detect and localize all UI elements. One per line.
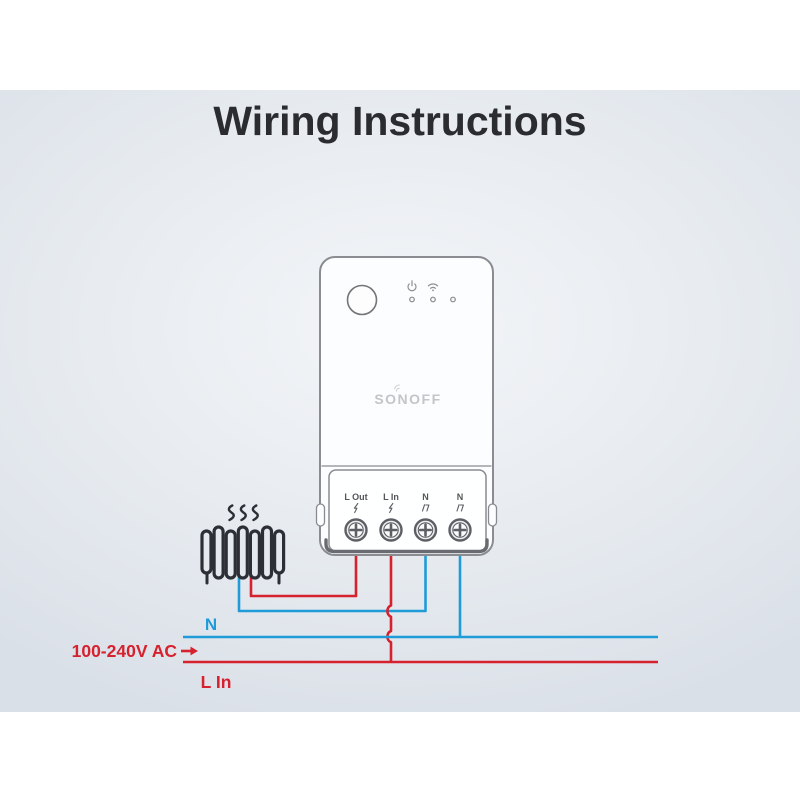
power-button (346, 284, 378, 316)
supply-labels: N 100-240V AC L In (72, 615, 232, 692)
terminal-l-out: L Out (344, 492, 368, 542)
device-bottom-rim (324, 538, 489, 554)
neutral-conductor-icon (421, 504, 430, 512)
side-notch (315, 503, 326, 527)
heat-waves-icon (227, 504, 259, 522)
terminal-label: N (422, 492, 429, 502)
terminal-n-2: N (448, 492, 472, 542)
smart-switch-device: SONOFF L Out L In N (315, 256, 498, 556)
power-icon (407, 280, 417, 292)
radiator-heater-icon (200, 504, 286, 585)
terminal-n-1: N (413, 492, 438, 542)
terminal-label: L Out (344, 492, 367, 502)
lightning-icon (353, 502, 359, 514)
led-indicator (430, 296, 436, 303)
terminal-label: N (457, 492, 464, 502)
terminal-l-in: L In (379, 492, 403, 542)
terminal-label: L In (383, 492, 399, 502)
brand-logo: SONOFF (374, 391, 441, 407)
arrow-right-icon (181, 646, 198, 656)
wifi-icon (427, 283, 439, 292)
lightning-icon (388, 502, 394, 514)
neutral-conductor-icon (456, 504, 464, 512)
page-title: Wiring Instructions (213, 98, 587, 144)
led-indicator (450, 296, 456, 303)
live-out-wire (249, 553, 358, 598)
status-leds (409, 296, 456, 303)
side-notch (487, 503, 498, 527)
heater-neutral-wire (237, 553, 427, 613)
logo-signal-icon (394, 384, 400, 392)
live-line-label: L In (201, 672, 232, 692)
wiring (183, 553, 658, 664)
led-indicator (409, 296, 415, 303)
neutral-line-label: N (205, 615, 217, 634)
voltage-label: 100-240V AC (72, 641, 178, 661)
live-in-wire (386, 553, 393, 662)
